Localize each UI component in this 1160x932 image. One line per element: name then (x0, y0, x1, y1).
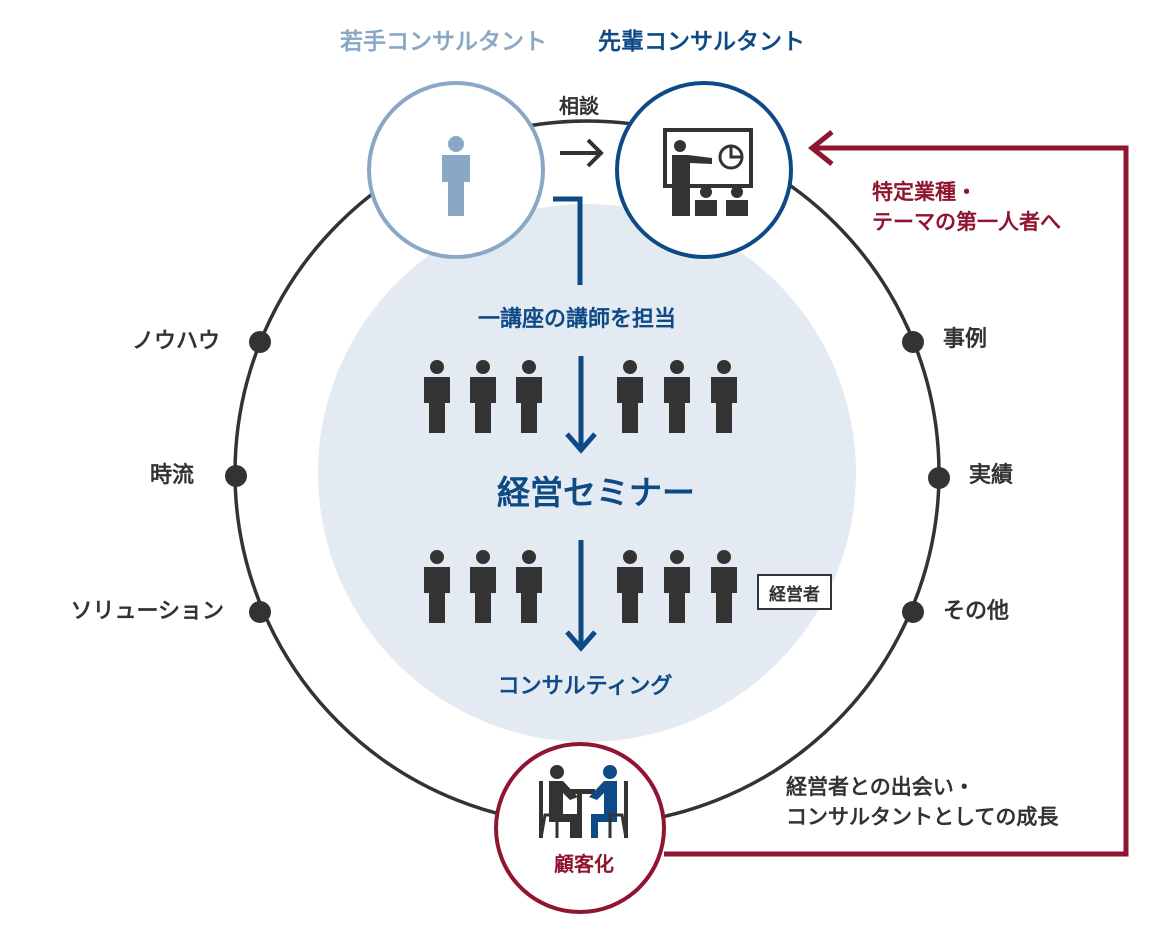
junior-path-line (553, 196, 583, 285)
first-person-label-line2: テーマの第一人者へ (872, 210, 1061, 235)
senior-consultant-title: 先輩コンサルタント (598, 29, 805, 55)
node-label-trend: 時流 (149, 463, 194, 488)
meeting-icon (539, 765, 628, 839)
growth-label: 経営者との出会い・ コンサルタントとしての成長 (786, 772, 1058, 833)
junior-person-icon (442, 136, 470, 216)
node-label-solution: ソリューション (70, 599, 224, 624)
seminar-title: 経営セミナー (497, 473, 695, 512)
junior-consultant-title: 若手コンサルタント (340, 29, 547, 55)
node-dot-right-3 (902, 601, 924, 623)
first-person-label: 特定業種・ テーマの第一人者へ (872, 177, 1061, 238)
consulting-label: コンサルティング (497, 674, 673, 699)
node-label-cases: 事例 (943, 327, 988, 352)
node-dot-right-2 (928, 467, 950, 489)
senior-circle (615, 81, 793, 259)
arrow-to-consulting (565, 540, 597, 652)
node-label-results: 実績 (969, 463, 1014, 488)
node-dot-left-2 (225, 465, 247, 487)
first-person-label-line1: 特定業種・ (872, 180, 977, 204)
node-label-knowhow: ノウハウ (131, 329, 220, 354)
node-dot-left-1 (249, 331, 271, 353)
growth-label-line2: コンサルタントとしての成長 (786, 805, 1059, 830)
consult-label: 相談 (559, 94, 599, 118)
executive-tag: 経営者 (757, 574, 832, 610)
node-dot-right-1 (902, 331, 924, 353)
feedback-line (664, 145, 1129, 857)
client-label: 顧客化 (554, 852, 614, 876)
arrow-to-seminar (565, 356, 597, 454)
node-dot-left-3 (249, 601, 271, 623)
consult-arrow (560, 138, 604, 168)
feedback-arrowhead (807, 130, 834, 166)
lecturer-step-label: 一講座の講師を担当 (477, 307, 677, 332)
growth-label-line1: 経営者との出会い・ (786, 775, 975, 799)
presenter-icon (663, 128, 753, 216)
node-label-other: その他 (943, 599, 1010, 624)
